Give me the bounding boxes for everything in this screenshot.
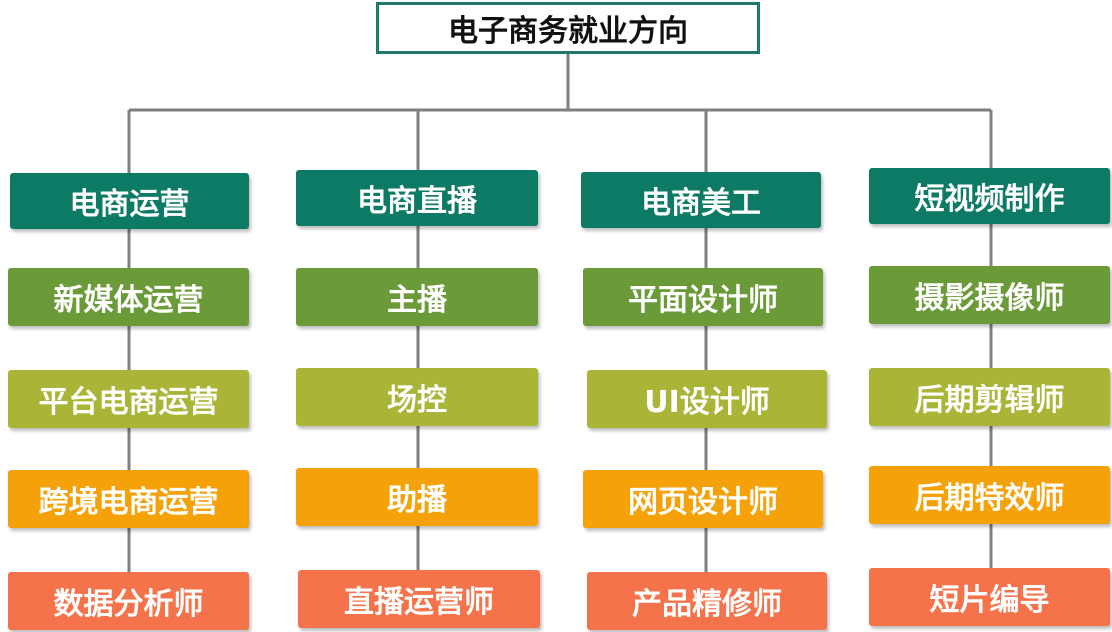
role-label: 平台电商运营 xyxy=(38,385,219,420)
header-label: 短视频制作 xyxy=(914,182,1065,217)
role-box: 产品精修师 xyxy=(587,572,827,630)
role-box: 摄影摄像师 xyxy=(869,266,1110,324)
role-box: 跨境电商运营 xyxy=(8,470,249,528)
root-title: 电子商务就业方向 xyxy=(448,14,688,49)
role-box: 网页设计师 xyxy=(583,470,823,528)
role-label: 平面设计师 xyxy=(628,283,778,318)
role-label: 跨境电商运营 xyxy=(38,485,219,520)
role-label: 主播 xyxy=(387,283,447,318)
role-label: 摄影摄像师 xyxy=(914,281,1065,316)
role-label: 后期剪辑师 xyxy=(914,383,1065,418)
header-ecommerce-design: 电商美工 xyxy=(581,172,821,228)
role-box: 助播 xyxy=(296,468,538,526)
role-box: 后期特效师 xyxy=(869,466,1110,524)
role-box: 平面设计师 xyxy=(583,268,823,326)
role-label: 产品精修师 xyxy=(632,587,782,622)
role-box: 平台电商运营 xyxy=(8,370,249,428)
role-label: 直播运营师 xyxy=(344,585,494,620)
role-box: 后期剪辑师 xyxy=(869,368,1110,426)
role-label: 助播 xyxy=(387,483,447,518)
header-ecommerce-livestream: 电商直播 xyxy=(296,170,538,226)
role-label: 场控 xyxy=(387,383,447,418)
header-short-video: 短视频制作 xyxy=(869,168,1110,224)
role-box: 场控 xyxy=(296,368,538,426)
header-label: 电商运营 xyxy=(69,187,190,222)
role-box: 主播 xyxy=(296,268,538,326)
role-label: 短片编导 xyxy=(929,583,1050,618)
role-box: 新媒体运营 xyxy=(8,268,249,326)
header-ecommerce-operations: 电商运营 xyxy=(10,173,249,229)
role-box: 直播运营师 xyxy=(298,570,540,628)
role-label: UI设计师 xyxy=(644,385,770,420)
header-label: 电商直播 xyxy=(357,184,477,219)
role-box: UI设计师 xyxy=(587,370,827,428)
role-label: 网页设计师 xyxy=(628,485,778,520)
role-label: 数据分析师 xyxy=(53,587,204,622)
header-label: 电商美工 xyxy=(641,186,761,221)
role-label: 后期特效师 xyxy=(914,481,1065,516)
role-label: 新媒体运营 xyxy=(53,283,204,318)
role-box: 短片编导 xyxy=(869,568,1110,626)
root-title-box: 电子商务就业方向 xyxy=(376,2,760,54)
role-box: 数据分析师 xyxy=(8,572,249,630)
